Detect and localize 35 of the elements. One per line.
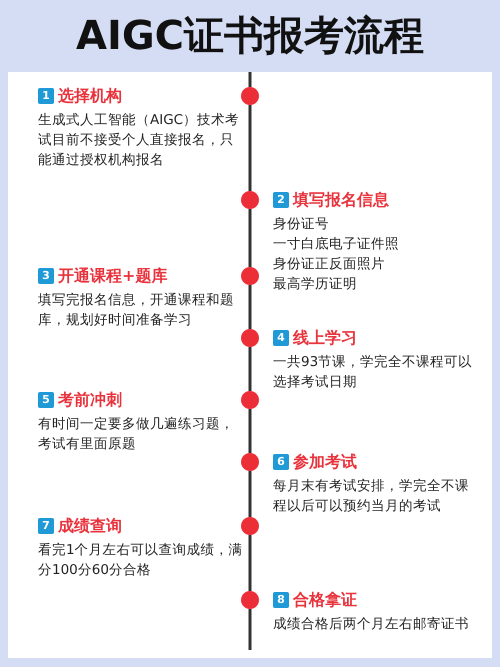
step-number-badge: 2 [273,192,289,208]
step-number-badge: 3 [38,268,54,284]
timeline-line [248,209,252,267]
step-description: 成绩合格后两个月左右邮寄证书 [273,615,470,634]
step-description: 身份证号 [273,215,330,234]
step-heading: 线上学习 [293,328,357,348]
step-number-badge: 8 [273,592,289,608]
timeline-line [248,409,252,453]
step-description: 看完1个月左右可以查询成绩，满分100分60分合格 [38,541,243,580]
step-heading: 开通课程+题库 [58,266,168,286]
timeline-line [248,535,252,591]
step-number-badge: 1 [38,88,54,104]
step-heading: 填写报名信息 [293,190,389,210]
step-heading: 选择机构 [58,86,122,106]
step-description: 身份证正反面照片 [273,255,386,274]
title: AIGC证书报考流程 [74,12,426,61]
step-heading: 成绩查询 [58,516,122,536]
step-heading: 考前冲刺 [58,390,122,410]
timeline-line [248,347,252,391]
step-heading: 参加考试 [293,452,357,472]
step-number-badge: 7 [38,518,54,534]
step-description: 生成式人工智能（AIGC）技术考试目前不接受个人直接报名，只能通过授权机构报名 [38,111,240,170]
step-description: 最高学历证明 [273,275,358,294]
step-description: 一共93节课，学完全不课程可以选择考试日期 [273,353,474,392]
timeline-line [248,105,252,191]
step-number-badge: 5 [38,392,54,408]
step-description: 填写完报名信息，开通课程和题库，规划好时间准备学习 [38,291,235,330]
timeline-line [248,471,252,517]
step-heading: 合格拿证 [293,590,357,610]
step-number-badge: 6 [273,454,289,470]
step-description: 一寸白底电子证件照 [273,235,400,254]
step-description: 每月末有考试安排，学完全不课程以后可以预约当月的考试 [273,477,470,516]
timeline-line [248,285,252,329]
step-description: 有时间一定要多做几遍练习题，考试有里面原题 [38,415,235,454]
step-number-badge: 4 [273,330,289,346]
